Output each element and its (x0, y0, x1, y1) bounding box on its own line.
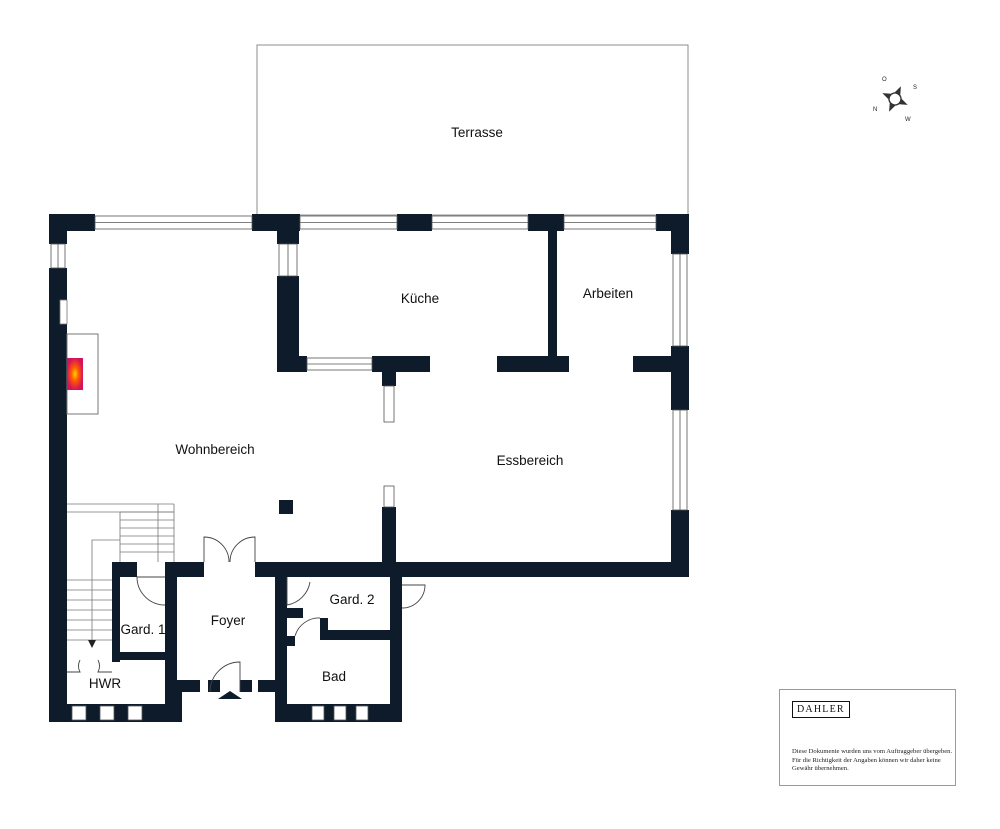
walls (49, 214, 689, 722)
room-label-gard2: Gard. 2 (329, 592, 374, 607)
compass-north: N (873, 107, 877, 113)
compass-west: W (905, 117, 911, 123)
compass-icon (882, 86, 908, 112)
dahler-logo: DAHLER (792, 701, 850, 718)
room-label-arbeiten: Arbeiten (583, 286, 633, 301)
entrance-arrow-icon (218, 691, 242, 699)
compass-east: O (882, 77, 887, 83)
room-label-essbereich: Essbereich (497, 453, 564, 468)
doors[interactable] (67, 536, 426, 693)
staircase (67, 503, 175, 642)
disclaimer-text: Diese Dokumente wurden uns vom Auftragge… (792, 748, 953, 773)
fireplace-icon (67, 358, 83, 390)
room-label-gard1: Gard. 1 (120, 622, 165, 637)
room-label-kueche: Küche (401, 291, 439, 306)
room-label-foyer: Foyer (211, 613, 246, 628)
windows (50, 215, 688, 721)
stair-arrow-icon (88, 640, 96, 648)
disclaimer-box: DAHLER Diese Dokumente wurden uns vom Au… (779, 689, 956, 786)
terrace-outline (256, 44, 689, 216)
room-label-hwr: HWR (89, 676, 121, 691)
wall-niche (59, 299, 68, 325)
compass-south: S (913, 85, 917, 91)
room-label-bad: Bad (322, 669, 346, 684)
room-label-wohnbereich: Wohnbereich (175, 442, 254, 457)
room-label-terrasse: Terrasse (451, 125, 503, 140)
